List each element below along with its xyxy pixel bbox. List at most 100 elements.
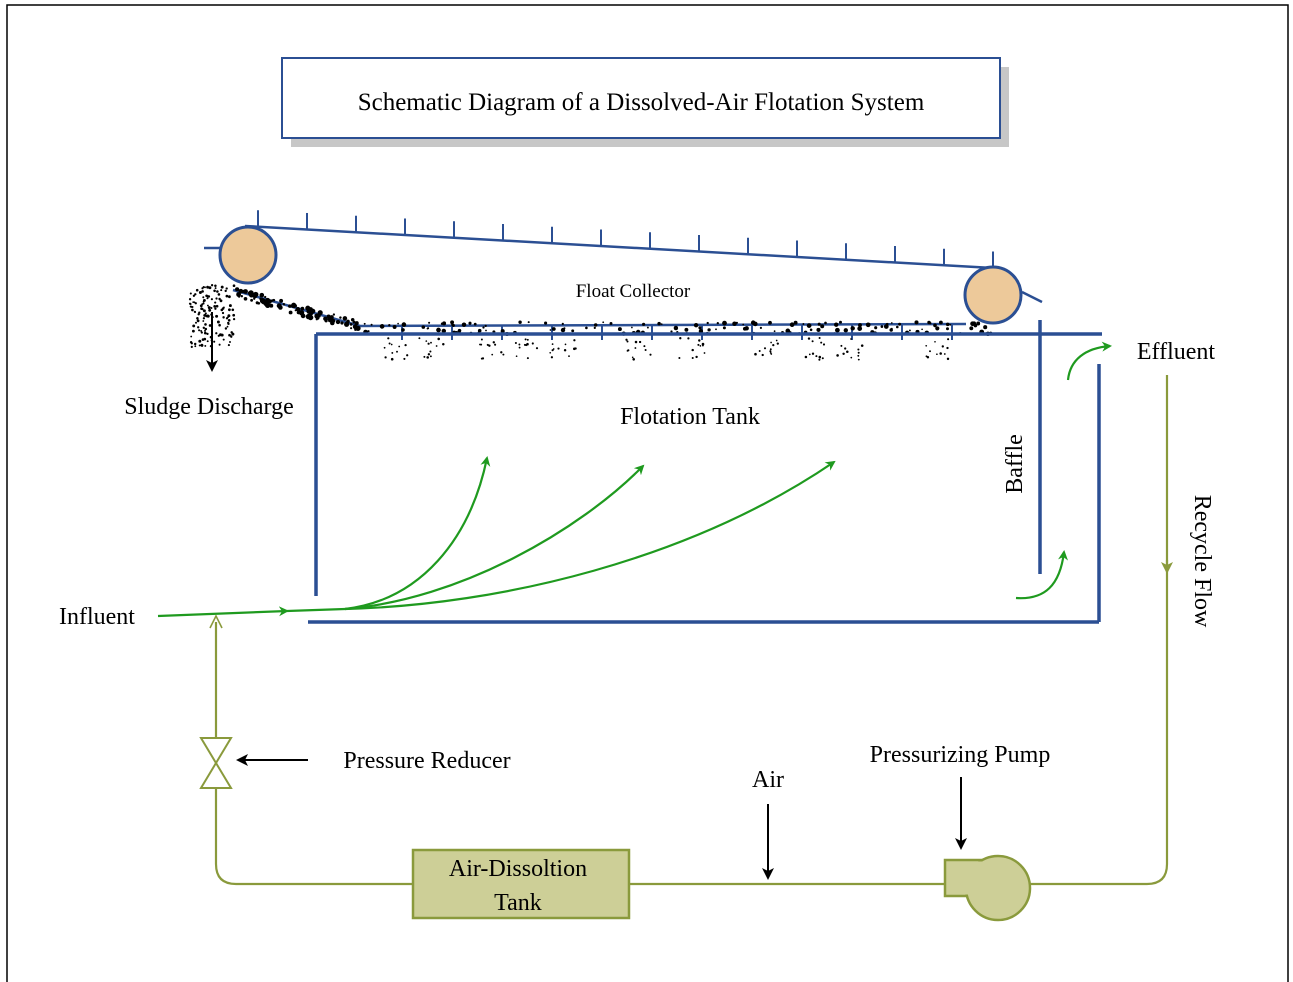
sludge-particle	[197, 326, 200, 329]
sludge-particle	[263, 299, 269, 305]
sludge-particle	[200, 307, 203, 310]
sludge-particle	[204, 327, 208, 331]
sludge-particle	[437, 337, 440, 341]
sludge-particle	[327, 317, 330, 321]
sludge-particle	[889, 328, 893, 332]
sludge-particle	[947, 338, 950, 341]
sludge-particle	[693, 323, 699, 328]
sludge-particle	[698, 339, 701, 342]
sludge-particle	[220, 289, 223, 292]
sludge-particle	[213, 340, 216, 343]
sludge-particle	[890, 322, 893, 324]
sludge-particle	[626, 349, 629, 352]
sludge-particle	[418, 337, 421, 340]
sludge-particle	[401, 322, 407, 327]
sludge-particle	[189, 341, 193, 344]
sludge-particle	[925, 344, 928, 347]
sludge-particle	[324, 319, 328, 323]
air-dissolution-tank	[411, 848, 631, 920]
sludge-particle	[214, 301, 217, 304]
sludge-particle	[391, 351, 394, 354]
sludge-particle	[908, 329, 911, 332]
sludge-particle	[857, 348, 860, 351]
sludge-particle	[526, 338, 529, 341]
sludge-particle	[295, 307, 301, 312]
sludge-particle	[206, 304, 209, 307]
sludge-particle	[427, 327, 430, 330]
sludge-particle	[355, 325, 361, 331]
sludge-particle	[769, 350, 772, 353]
sludge-particle	[259, 297, 262, 300]
sludge-particle	[646, 326, 649, 329]
sludge-particle	[191, 308, 194, 312]
sludge-particle	[217, 293, 221, 296]
sludge-particle	[695, 355, 698, 359]
sludge-particle	[221, 311, 225, 315]
sludge-particle	[427, 353, 431, 356]
sludge-particle	[188, 298, 192, 301]
sludge-particle	[350, 317, 355, 322]
sludge-particle	[976, 321, 981, 326]
sludge-particle	[820, 341, 823, 344]
sludge-particle	[768, 320, 772, 325]
sludge-particle	[214, 307, 217, 310]
sludge-particle	[697, 343, 700, 346]
sludge-particle	[300, 306, 305, 311]
sludge-particle	[644, 348, 647, 352]
sludge-particle	[574, 347, 577, 350]
sludge-particle	[202, 317, 206, 320]
sludge-particle	[221, 307, 225, 310]
sludge-particle	[699, 345, 702, 347]
sludge-particle	[945, 322, 950, 327]
sludge-particle	[564, 343, 567, 346]
sludge-particle	[593, 323, 598, 327]
sludge-particle	[210, 284, 214, 287]
sludge-particle	[423, 355, 426, 358]
sludge-particle	[191, 306, 194, 308]
sludge-particle	[486, 343, 489, 346]
sludge-particle	[250, 298, 254, 302]
sludge-particle	[820, 324, 825, 329]
sludge-particle	[481, 357, 485, 360]
sludge-particle	[205, 294, 208, 298]
sludge-particle	[387, 337, 390, 340]
sludge-particle	[232, 313, 236, 317]
sludge-particle	[235, 287, 240, 292]
sludge-particle	[253, 297, 256, 300]
sludge-particle	[379, 324, 385, 329]
sludge-particle	[202, 296, 205, 299]
sludge-particle	[480, 338, 483, 341]
sludge-particle	[238, 288, 244, 294]
sludge-particle	[203, 337, 207, 341]
sludge-particle	[551, 343, 554, 345]
flotation-tank-label: Flotation Tank	[620, 404, 760, 430]
sludge-particle	[396, 350, 398, 353]
sludge-particle	[691, 348, 694, 352]
sludge-particle	[259, 292, 265, 298]
sludge-particle	[485, 329, 487, 332]
collector-roller-icon	[963, 265, 1023, 325]
sludge-particle	[518, 346, 521, 349]
sludge-particle	[846, 350, 849, 354]
sludge-particle	[609, 322, 613, 325]
sludge-particle	[194, 321, 198, 324]
sludge-particle	[670, 330, 673, 333]
sludge-particle	[216, 320, 220, 324]
sludge-particle	[215, 314, 219, 318]
sludge-particle	[809, 328, 813, 332]
sludge-particle	[632, 358, 635, 361]
sludge-particle	[192, 294, 196, 297]
sludge-particle	[821, 357, 824, 360]
sludge-particle	[213, 305, 217, 308]
sludge-particle	[551, 327, 556, 331]
sludge-particle	[772, 343, 775, 347]
sludge-particle	[494, 343, 497, 346]
sludge-particle	[316, 316, 320, 320]
sludge-particle	[551, 349, 554, 352]
sludge-particle	[231, 332, 235, 336]
sludge-particle	[491, 353, 494, 356]
sludge-particle	[660, 323, 663, 325]
sludge-particle	[201, 290, 204, 293]
pressure-reducer-valve-icon	[199, 737, 233, 789]
sludge-particle	[349, 323, 353, 326]
